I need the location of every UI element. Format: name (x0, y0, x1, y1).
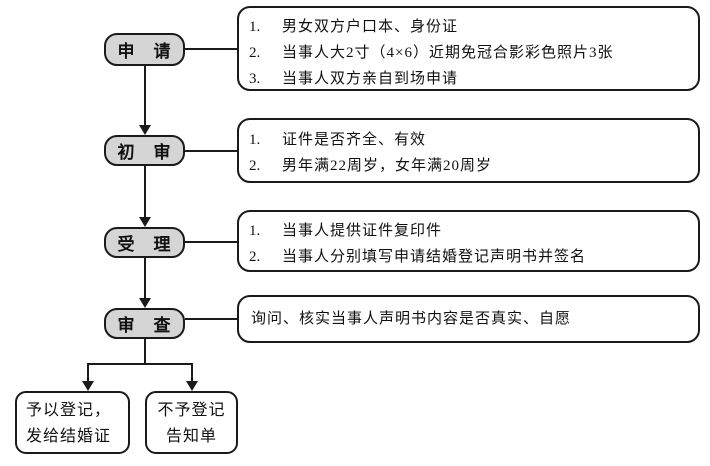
step-label-examine: 审 查 (117, 316, 172, 335)
note-item-number: 2. (249, 45, 261, 61)
note-item: 3. 当事人双方亲自到场申请 (249, 66, 690, 92)
step-label-apply: 申 请 (117, 42, 172, 61)
connector-examine-branch (144, 339, 146, 365)
arrow-down-icon (139, 125, 151, 135)
outcome-register-line2: 发给结婚证 (26, 428, 112, 445)
note-box-initial-review: 1. 证件是否齐全、有效 2. 男年满22周岁，女年满20周岁 (237, 118, 700, 183)
connector-review-note (185, 150, 237, 152)
note-item-text: 当事人分别填写申请结婚登记声明书并签名 (282, 249, 587, 265)
connector-accept-note (185, 241, 237, 243)
step-box-initial-review: 初 审 (104, 135, 185, 166)
note-item-text: 男女双方户口本、身份证 (282, 19, 459, 35)
note-item-text: 当事人双方亲自到场申请 (282, 71, 459, 87)
connector-review-accept (144, 166, 146, 219)
connector-branch-register (87, 363, 89, 382)
note-item: 2. 当事人分别填写申请结婚登记声明书并签名 (249, 244, 690, 270)
note-item-text: 当事人大2寸（4×6）近期免冠合影彩色照片3张 (282, 45, 614, 61)
arrow-down-icon (82, 381, 94, 391)
note-item-text: 询问、核实当事人声明书内容是否真实、自愿 (251, 311, 572, 327)
note-box-apply: 1. 男女双方户口本、身份证 2. 当事人大2寸（4×6）近期免冠合影彩色照片3… (237, 6, 700, 91)
note-item-text: 当事人提供证件复印件 (282, 223, 443, 239)
note-item-text: 男年满22周岁，女年满20周岁 (282, 158, 493, 174)
note-item: 2. 男年满22周岁，女年满20周岁 (249, 153, 690, 179)
connector-apply-review (144, 66, 146, 127)
outcome-deny-line2: 告知单 (165, 428, 217, 445)
note-item-number: 2. (249, 158, 261, 174)
connector-examine-note (185, 318, 237, 320)
note-item: 1. 证件是否齐全、有效 (249, 127, 690, 153)
connector-branch-deny (191, 363, 193, 382)
arrow-down-icon (139, 217, 151, 227)
step-box-accept: 受 理 (104, 227, 185, 258)
step-box-examine: 审 查 (104, 308, 185, 339)
note-item: 1. 男女双方户口本、身份证 (249, 14, 690, 40)
note-item-number: 1. (249, 223, 261, 239)
note-item: 2. 当事人大2寸（4×6）近期免冠合影彩色照片3张 (249, 40, 690, 66)
note-item-number: 1. (249, 19, 261, 35)
step-box-apply: 申 请 (104, 33, 185, 66)
note-item-number: 1. (249, 132, 261, 148)
connector-apply-note (185, 48, 237, 50)
step-label-initial-review: 初 审 (117, 143, 172, 162)
connector-accept-examine (144, 258, 146, 300)
note-box-examine: 询问、核实当事人声明书内容是否真实、自愿 (237, 295, 700, 343)
note-item-number: 3. (249, 71, 261, 87)
note-item-text: 证件是否齐全、有效 (282, 132, 427, 148)
outcome-register-line1: 予以登记， (26, 402, 112, 419)
connector-branch-horizontal (87, 363, 193, 365)
note-item-number: 2. (249, 249, 261, 265)
note-box-accept: 1. 当事人提供证件复印件 2. 当事人分别填写申请结婚登记声明书并签名 (237, 210, 700, 272)
step-label-accept: 受 理 (117, 235, 172, 254)
arrow-down-icon (139, 298, 151, 308)
arrow-down-icon (186, 381, 198, 391)
outcome-deny-line1: 不予登记 (157, 402, 226, 419)
outcome-box-register: 予以登记， 发给结婚证 (15, 391, 130, 454)
outcome-box-deny: 不予登记 告知单 (145, 391, 238, 454)
note-item: 1. 当事人提供证件复印件 (249, 218, 690, 244)
